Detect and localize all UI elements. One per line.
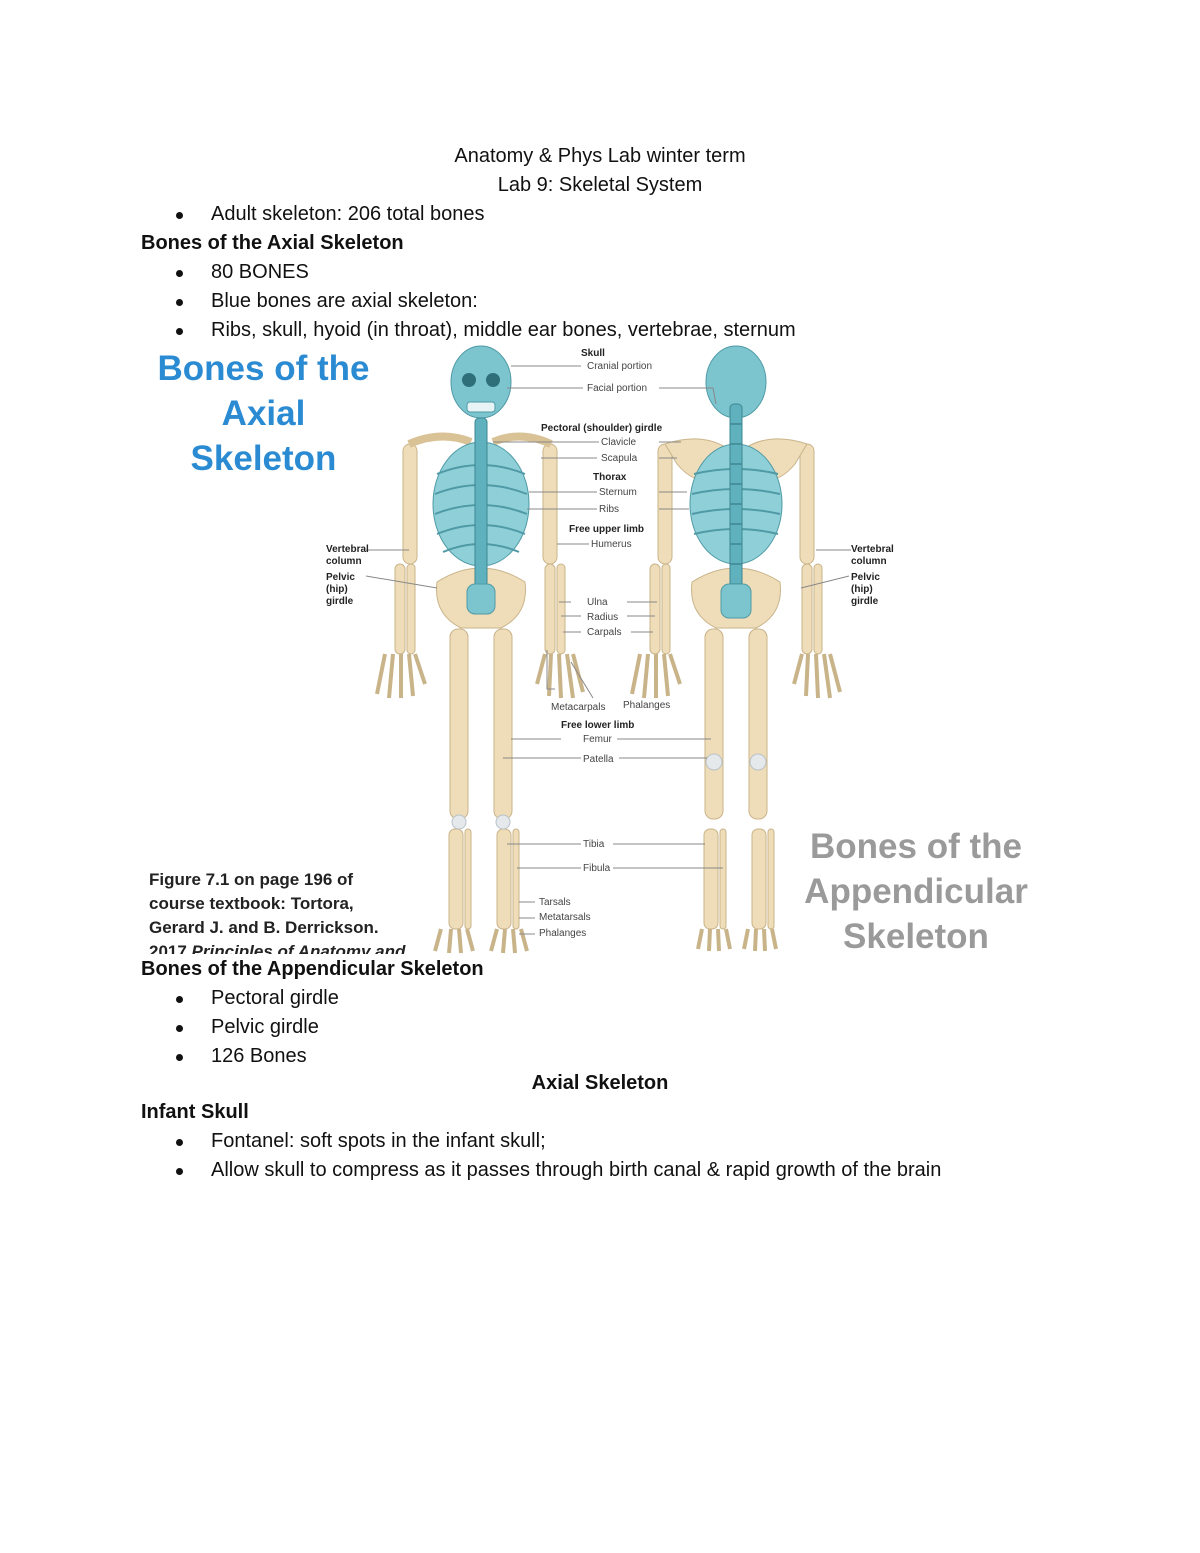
svg-text:Tarsals: Tarsals [539, 897, 571, 908]
svg-text:Cranial portion: Cranial portion [587, 361, 652, 372]
svg-text:girdle: girdle [326, 596, 354, 607]
svg-text:Humerus: Humerus [591, 539, 632, 550]
intro-list: Adult skeleton: 206 total bones [141, 200, 485, 229]
svg-text:Ribs: Ribs [599, 504, 619, 515]
svg-text:Fibula: Fibula [583, 863, 611, 874]
figure-caption: Figure 7.1 on page 196 of course textboo… [149, 870, 406, 954]
svg-text:Metatarsals: Metatarsals [539, 912, 591, 923]
document-title: Anatomy & Phys Lab winter term [454, 145, 746, 167]
svg-text:Free lower limb: Free lower limb [561, 720, 634, 731]
svg-text:Facial portion: Facial portion [587, 383, 647, 394]
posterior-skeleton [630, 345, 842, 952]
figure-axial-title: Bones of the Axial Skeleton [157, 349, 370, 478]
svg-text:Phalanges: Phalanges [539, 928, 586, 939]
svg-text:(hip): (hip) [326, 584, 348, 595]
svg-text:girdle: girdle [851, 596, 879, 607]
anterior-skeleton [375, 345, 585, 954]
list-item: Blue bones are axial skeleton: [141, 287, 796, 316]
list-item: Adult skeleton: 206 total bones [141, 200, 485, 229]
svg-text:Sternum: Sternum [599, 487, 637, 498]
svg-text:Pelvic: Pelvic [326, 572, 355, 583]
svg-text:(hip): (hip) [851, 584, 873, 595]
appendicular-heading: Bones of the Appendicular Skeleton [141, 958, 484, 980]
list-item: Ribs, skull, hyoid (in throat), middle e… [141, 316, 796, 345]
svg-text:Radius: Radius [587, 612, 618, 623]
svg-text:column: column [851, 556, 887, 567]
list-item: Allow skull to compress as it passes thr… [141, 1156, 941, 1185]
svg-text:Tibia: Tibia [583, 839, 605, 850]
svg-text:Clavicle: Clavicle [601, 437, 636, 448]
svg-text:Phalanges: Phalanges [623, 700, 670, 711]
svg-text:Patella: Patella [583, 754, 614, 765]
figure-label-text: Skull Cranial portion Facial portion Pec… [326, 348, 894, 939]
axial-skeleton-title: Axial Skeleton [531, 1072, 669, 1094]
document-subtitle: Lab 9: Skeletal System [497, 174, 703, 196]
infant-skull-heading: Infant Skull [141, 1101, 249, 1123]
svg-text:Pelvic: Pelvic [851, 572, 880, 583]
list-item: 80 BONES [141, 258, 796, 287]
figure-labels [365, 365, 851, 935]
svg-text:Metacarpals: Metacarpals [551, 702, 605, 713]
axial-list: 80 BONES Blue bones are axial skeleton: … [141, 258, 796, 345]
svg-text:Vertebral: Vertebral [851, 544, 894, 555]
skeleton-figure: Bones of the Axial Skeleton [141, 344, 1041, 954]
svg-text:column: column [326, 556, 362, 567]
infant-skull-list: Fontanel: soft spots in the infant skull… [141, 1127, 941, 1185]
axial-heading: Bones of the Axial Skeleton [141, 232, 404, 254]
svg-text:Skull: Skull [581, 348, 605, 359]
svg-text:Scapula: Scapula [601, 453, 638, 464]
svg-text:Vertebral: Vertebral [326, 544, 369, 555]
list-item: Pectoral girdle [141, 984, 339, 1013]
list-item: Pelvic girdle [141, 1013, 339, 1042]
figure-appendicular-title: Bones of the Appendicular Skeleton [804, 827, 1028, 954]
appendicular-list: Pectoral girdle Pelvic girdle 126 Bones [141, 984, 339, 1071]
svg-text:Ulna: Ulna [587, 597, 608, 608]
skeleton-illustration: Skull Cranial portion Facial portion Pec… [326, 345, 894, 954]
list-item: 126 Bones [141, 1042, 339, 1071]
svg-text:Thorax: Thorax [593, 472, 627, 483]
svg-text:Femur: Femur [583, 734, 613, 745]
svg-text:Free upper limb: Free upper limb [569, 524, 644, 535]
list-item: Fontanel: soft spots in the infant skull… [141, 1127, 941, 1156]
svg-text:Pectoral (shoulder) girdle: Pectoral (shoulder) girdle [541, 423, 663, 434]
svg-text:Carpals: Carpals [587, 627, 621, 638]
